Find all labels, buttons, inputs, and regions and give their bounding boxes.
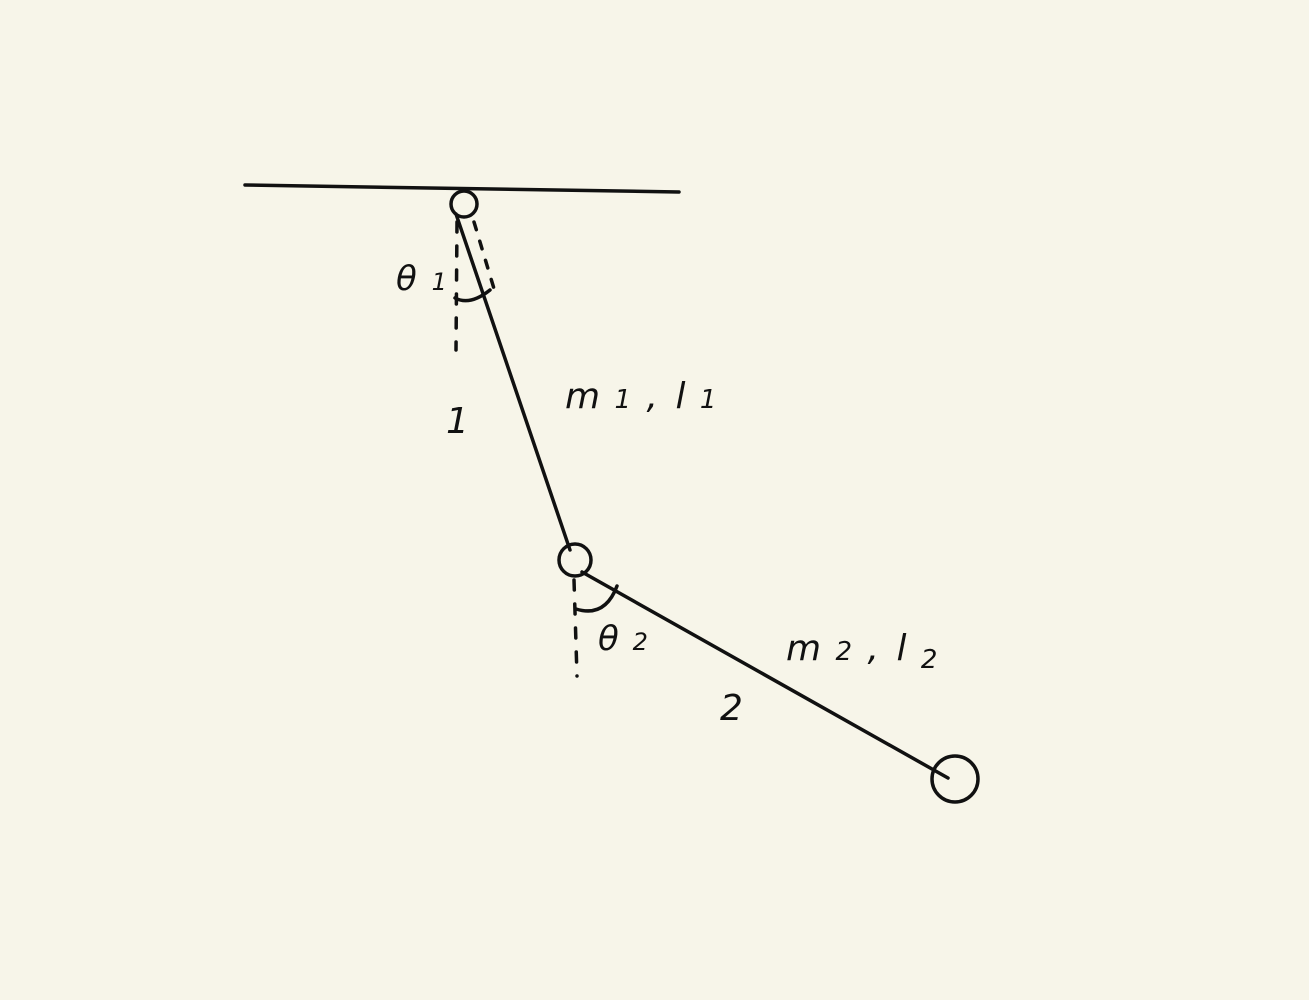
bob-1: [557, 542, 593, 578]
rod-2-params-label: m 2 , l 2: [786, 628, 937, 675]
l2-subscript: 2: [921, 645, 938, 675]
theta1-arc: [453, 288, 492, 303]
rod-2-number: 2: [720, 688, 743, 729]
m1-subscript: 1: [615, 385, 632, 415]
theta2-symbol: θ: [598, 619, 619, 659]
vertical-reference-1: [454, 220, 459, 352]
rod-2: [580, 570, 950, 780]
rod-1: [454, 212, 572, 552]
l1-symbol: l: [675, 376, 685, 417]
theta1-symbol: θ: [396, 259, 417, 299]
vertical-reference-2: [572, 578, 579, 678]
ceiling-line: [243, 183, 681, 194]
theta2-subscript: 2: [633, 628, 648, 656]
rod-1-number: 1: [446, 401, 469, 442]
rod-1-params-label: m 1 , l 1: [565, 376, 716, 417]
rod-2-params-separator: ,: [868, 628, 879, 669]
theta2-arc: [574, 584, 619, 613]
m1-symbol: m: [565, 376, 600, 417]
m2-subscript: 2: [836, 637, 853, 667]
rod-1-angle-guide: [472, 220, 497, 294]
theta1-label: θ 1: [396, 259, 447, 299]
rod-1-params-separator: ,: [647, 376, 658, 417]
m2-symbol: m: [786, 628, 821, 669]
theta1-subscript: 1: [432, 268, 447, 296]
theta2-label: θ 2: [598, 619, 648, 659]
l1-subscript: 1: [700, 385, 717, 415]
bob-2: [930, 754, 980, 804]
pivot-joint: [449, 189, 479, 219]
l2-symbol: l: [896, 628, 906, 669]
